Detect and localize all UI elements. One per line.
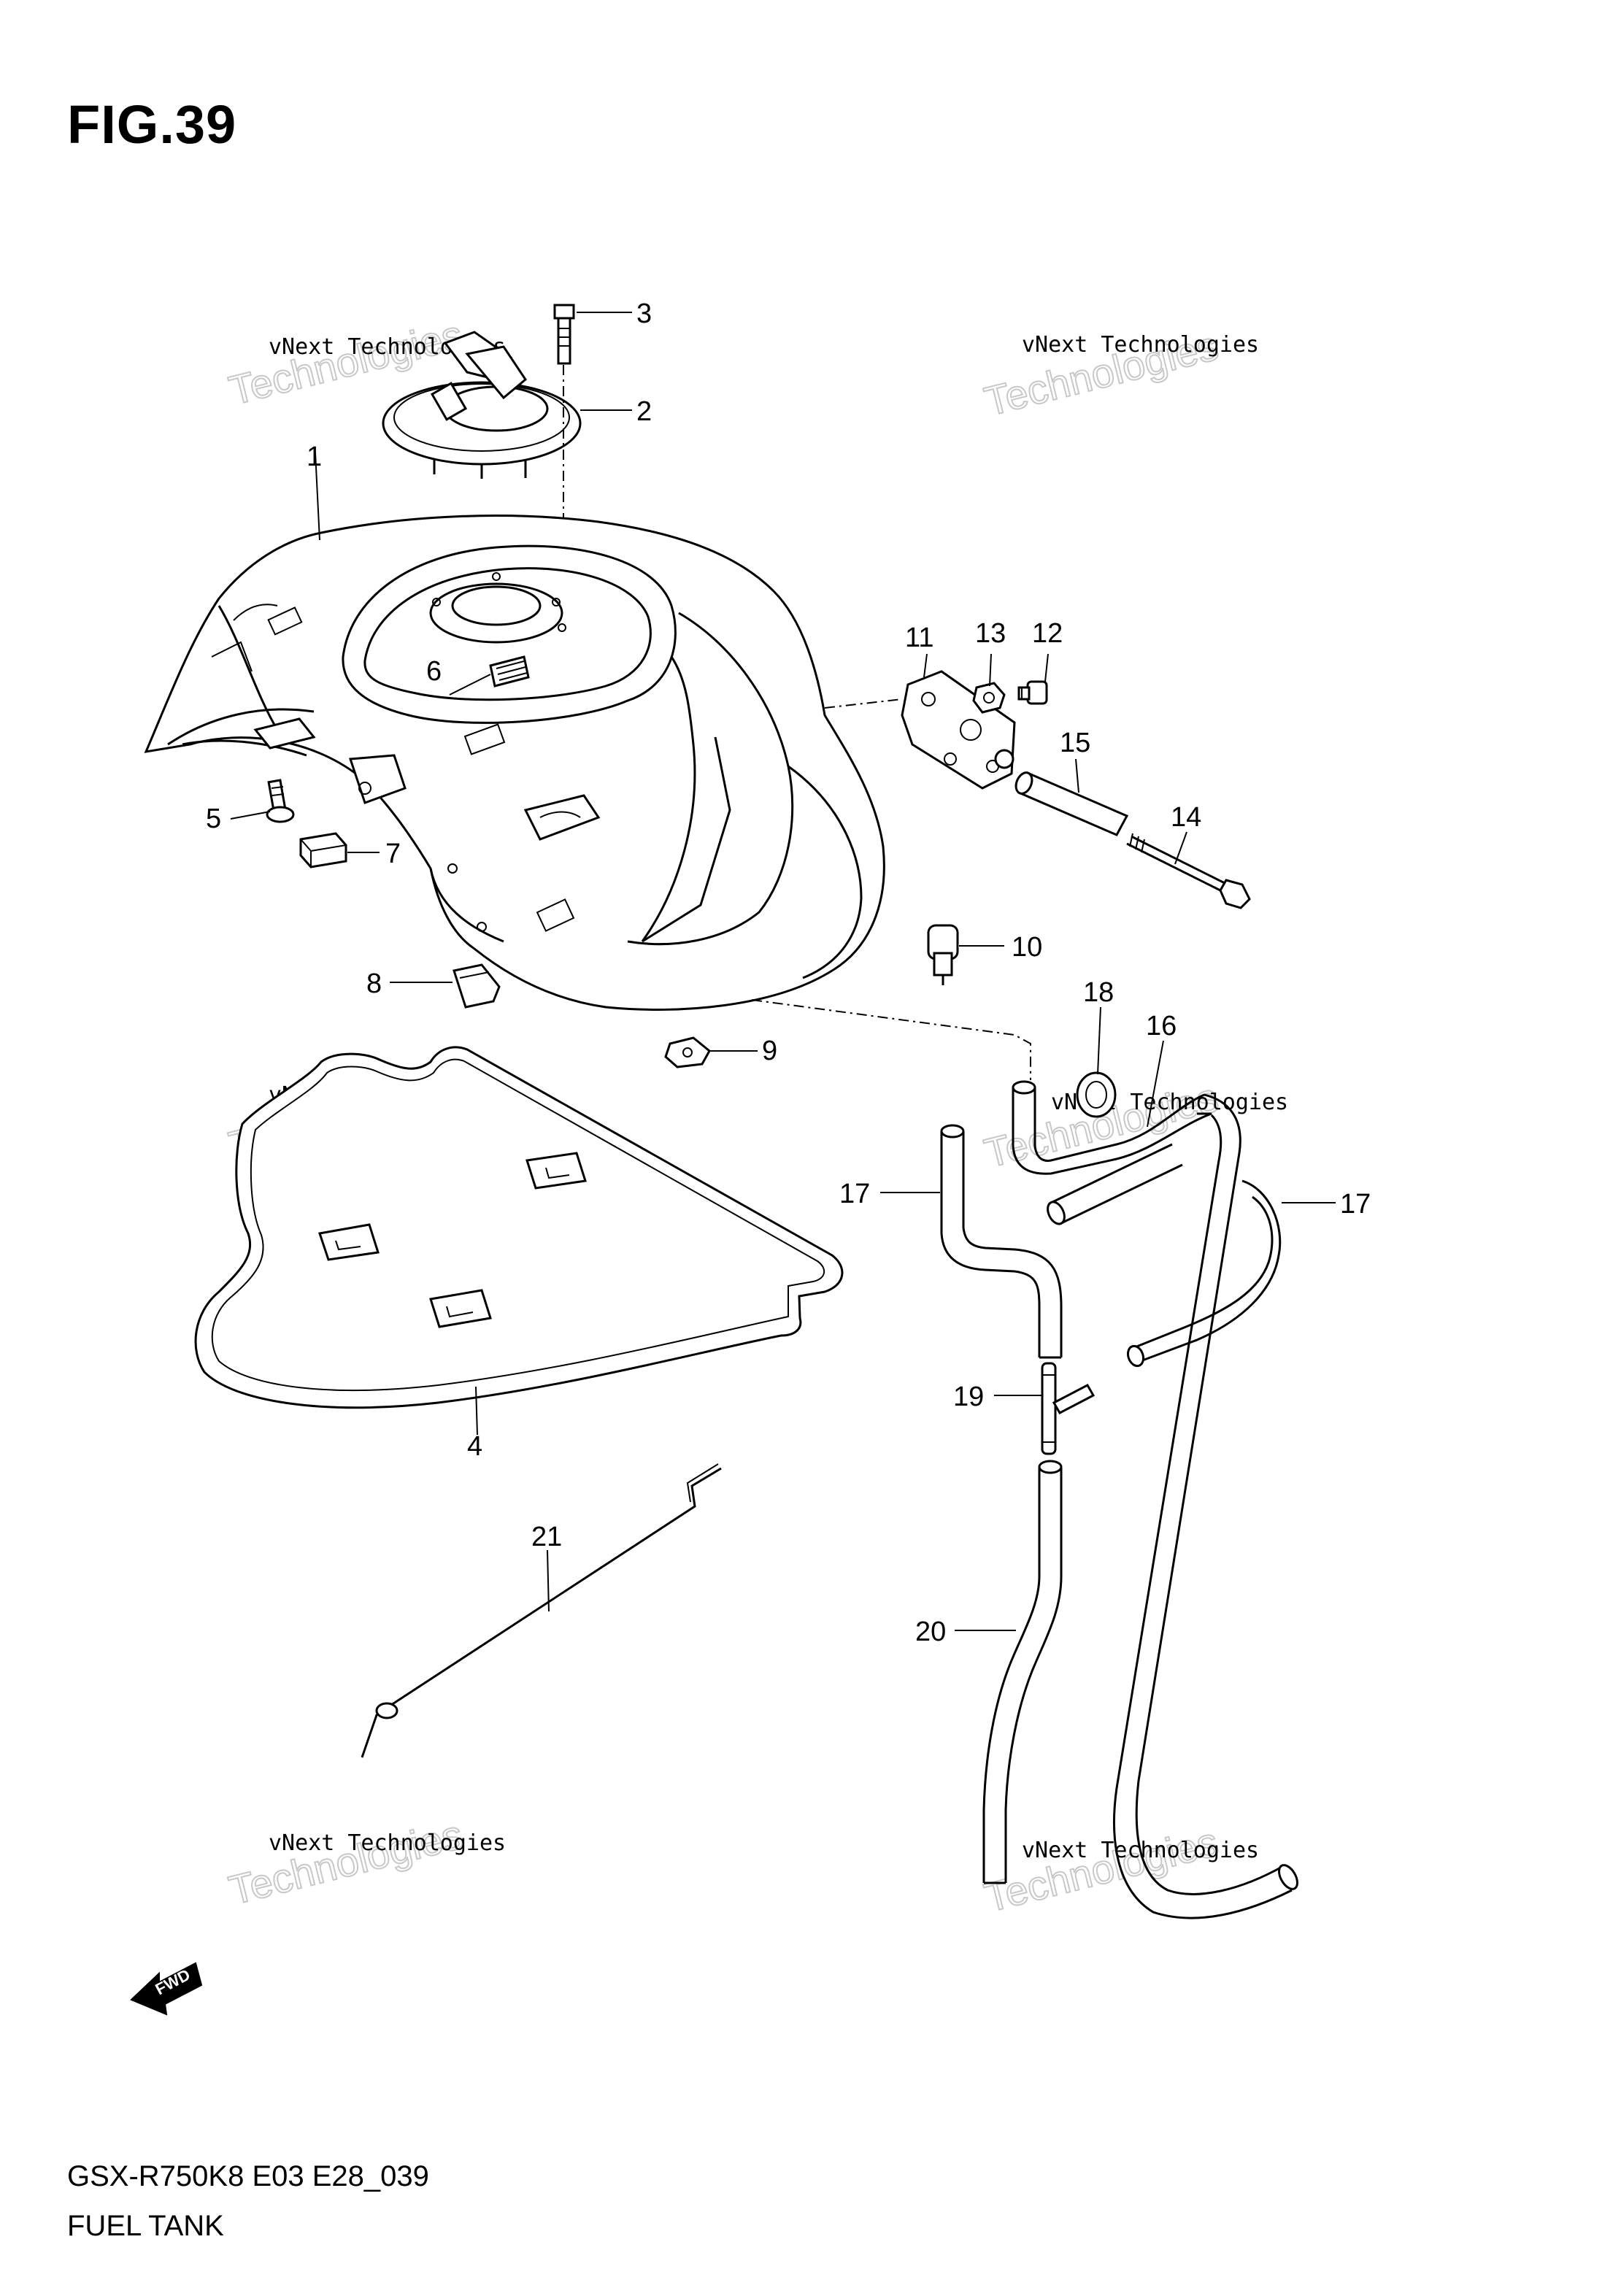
callout-9: 9 xyxy=(762,1036,777,1066)
part-8-cushion xyxy=(453,963,501,1009)
part-9-cushion xyxy=(664,1036,711,1068)
svg-text:Technologies: Technologies xyxy=(980,1818,1223,1920)
callout-10: 10 xyxy=(1012,932,1042,963)
part-21-wire xyxy=(361,1463,722,1758)
part-16-hose-long xyxy=(1012,1080,1298,1919)
svg-text:vNext Technologies: vNext Technologies xyxy=(1022,332,1259,358)
watermark-bottom-left: Technologies vNext Technologies xyxy=(224,1810,506,1914)
callout-6: 6 xyxy=(426,656,442,687)
callout-8: 8 xyxy=(366,968,382,999)
callout-1: 1 xyxy=(307,442,322,472)
leader-lines xyxy=(230,312,1336,1631)
part-2-fuel-cap xyxy=(382,331,582,479)
callout-17-left: 17 xyxy=(839,1179,870,1209)
part-13-nut xyxy=(972,682,1006,714)
part-1-fuel-tank xyxy=(144,515,885,1011)
part-14-long-bolt xyxy=(1126,833,1251,909)
callout-7: 7 xyxy=(385,839,401,869)
part-17-hose-right xyxy=(1126,1179,1282,1368)
callout-21: 21 xyxy=(531,1522,562,1552)
part-4-tray xyxy=(194,1046,844,1409)
callout-5: 5 xyxy=(206,804,221,834)
callout-11: 11 xyxy=(905,623,933,653)
diagram-caption: FUEL TANK xyxy=(67,2210,224,2242)
part-12-bolt xyxy=(1017,680,1048,705)
part-7-cushion xyxy=(299,832,347,868)
part-5-screw xyxy=(266,779,295,823)
part-19-t-joint xyxy=(1041,1362,1096,1455)
svg-text:vNext Technologies: vNext Technologies xyxy=(269,1830,506,1856)
part-11-bracket xyxy=(901,670,1016,790)
callout-20: 20 xyxy=(915,1617,946,1647)
figure-title: FIG.39 xyxy=(67,94,237,155)
callout-14: 14 xyxy=(1171,802,1201,833)
watermark-top-right: Technologies vNext Technologies xyxy=(979,321,1259,425)
callout-2: 2 xyxy=(636,396,652,427)
callout-19: 19 xyxy=(953,1382,984,1412)
model-code: GSX-R750K8 E03 E28_039 xyxy=(67,2160,429,2192)
part-20-hose xyxy=(982,1460,1063,1884)
callout-3: 3 xyxy=(636,298,652,329)
callouts: 3 2 1 6 5 7 8 9 10 11 13 12 15 14 18 16 … xyxy=(206,298,1371,1647)
part-6-pad xyxy=(489,655,530,687)
part-15-spacer xyxy=(1014,771,1129,836)
part-3-bolt xyxy=(553,304,575,365)
callout-17-right: 17 xyxy=(1340,1189,1371,1220)
svg-text:Technologies: Technologies xyxy=(225,1811,467,1913)
callout-13: 13 xyxy=(975,618,1006,649)
callout-15: 15 xyxy=(1060,728,1090,758)
callout-18: 18 xyxy=(1083,977,1114,1008)
callout-12: 12 xyxy=(1032,618,1063,649)
callout-4: 4 xyxy=(467,1431,482,1462)
part-17-hose-left xyxy=(940,1124,1063,1359)
watermark-bottom-right: Technologies vNext Technologies xyxy=(979,1817,1259,1921)
forward-arrow-icon: FWD xyxy=(130,1962,203,2016)
callout-16: 16 xyxy=(1146,1011,1177,1041)
part-18-clamp xyxy=(1076,1071,1117,1118)
part-10-damper xyxy=(927,924,959,985)
